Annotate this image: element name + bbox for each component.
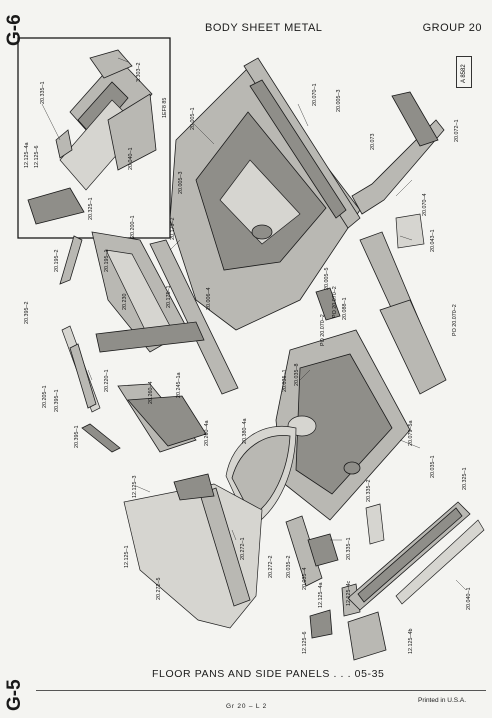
- callout: 20.325–1: [88, 198, 94, 220]
- group-label: GROUP 20: [422, 22, 482, 34]
- rear-quarter-panel: [275, 329, 411, 521]
- callout: 20.035–4: [302, 568, 308, 590]
- callout: 12.125–4b: [408, 629, 414, 654]
- callout: 20.073: [370, 134, 376, 151]
- frame-rail-right: [315, 91, 447, 395]
- rocker-panel: [347, 501, 485, 611]
- callout: 20.035–1: [430, 456, 436, 478]
- trim-strips-left: [59, 235, 121, 453]
- callout: 20.272–1: [240, 538, 246, 560]
- callout: 20.005–3: [336, 90, 342, 112]
- callout: 12.125–6: [34, 146, 40, 168]
- callout: 20.395–1: [74, 426, 80, 448]
- side-tab-bottom: G-5: [4, 679, 25, 711]
- side-panel-assembly: [91, 231, 239, 453]
- callout: 20.380–4a: [242, 419, 248, 444]
- callout: 20.005–1: [190, 108, 196, 130]
- callout: 20.175–1: [166, 286, 172, 308]
- front-fender: [123, 473, 263, 629]
- figure-caption: FLOOR PANS AND SIDE PANELS . . . 05-35: [152, 668, 385, 680]
- callout: 20.005–5: [324, 268, 330, 290]
- callout: 20.200–1: [130, 216, 136, 238]
- callout: 20.006–4: [206, 288, 212, 310]
- reference-code: A 8582: [461, 64, 467, 83]
- callout: 3.303–2: [136, 63, 142, 83]
- leader-lines: [41, 57, 467, 591]
- footer-page-code: Gr 20 – L 2: [226, 703, 268, 710]
- callout: 20.335–2: [366, 480, 372, 502]
- callout: 20.195–1: [104, 250, 110, 272]
- callout-labels: 20.335–1 3.303–2 12.125–4a 12.125–6 1EF8…: [24, 63, 472, 655]
- callout: 20.260–4: [148, 382, 154, 404]
- callout: 20.072–1: [454, 120, 460, 142]
- callout: 20.325–1: [462, 468, 468, 490]
- callout: 20.070–4: [422, 194, 428, 216]
- callout: 20.335–1: [40, 82, 46, 104]
- callout: 20.230: [122, 294, 128, 311]
- callout: 20.260–4a: [204, 421, 210, 446]
- side-tab-bottom-text: G-5: [4, 679, 25, 711]
- callout: 20.005–3: [178, 172, 184, 194]
- callout: 12.125–4a: [24, 143, 30, 168]
- page-title: BODY SHEET METAL: [205, 22, 323, 34]
- callout: 20.195–2: [54, 250, 60, 272]
- callout: 12.125–1: [124, 546, 130, 568]
- callout: 12.125–6: [302, 632, 308, 654]
- callout: PO 20.070–2: [452, 304, 458, 336]
- callout: 20.035–2: [286, 556, 292, 578]
- callout: 20.043–1: [430, 230, 436, 252]
- main-floor-pan: [169, 57, 361, 331]
- callout: 20.335–1: [346, 538, 352, 560]
- callout: 12.125–4a: [318, 583, 324, 608]
- callout: 1EF8 85: [162, 98, 168, 118]
- callout: 20.395–2: [24, 302, 30, 324]
- callout: 20.035–1: [282, 370, 288, 392]
- callout: 20.088–1: [342, 298, 348, 320]
- reference-box: [456, 56, 472, 88]
- callout: 12.125–3: [132, 476, 138, 498]
- door-sill-brackets: [285, 503, 387, 661]
- inset-rear-frame: [27, 49, 157, 225]
- callout: 20.272–2: [268, 556, 274, 578]
- callout: 20.245–1a: [176, 373, 182, 398]
- callout: 20.035–8: [294, 364, 300, 386]
- footer-printed-note: Printed in U.S.A.: [418, 697, 467, 704]
- callout: PO 20.070–2: [320, 314, 326, 346]
- callout: 20.272–5: [156, 578, 162, 600]
- callout: 20.220–1: [104, 370, 110, 392]
- callout: 20.040–1: [466, 588, 472, 610]
- callout: 20.070–1: [312, 84, 318, 106]
- reference-code-text: A 8582: [461, 64, 467, 83]
- footer-rule: [36, 690, 486, 691]
- callout: 20.079–5a: [408, 421, 414, 446]
- callout: 12.125–4c: [346, 581, 352, 606]
- callout: PO 20.070–2: [332, 286, 338, 318]
- callout: 20.040–1: [128, 148, 134, 170]
- callout: 20.395–1: [54, 390, 60, 412]
- callout: 20.179–2: [170, 218, 176, 240]
- callout: 20.205–1: [42, 386, 48, 408]
